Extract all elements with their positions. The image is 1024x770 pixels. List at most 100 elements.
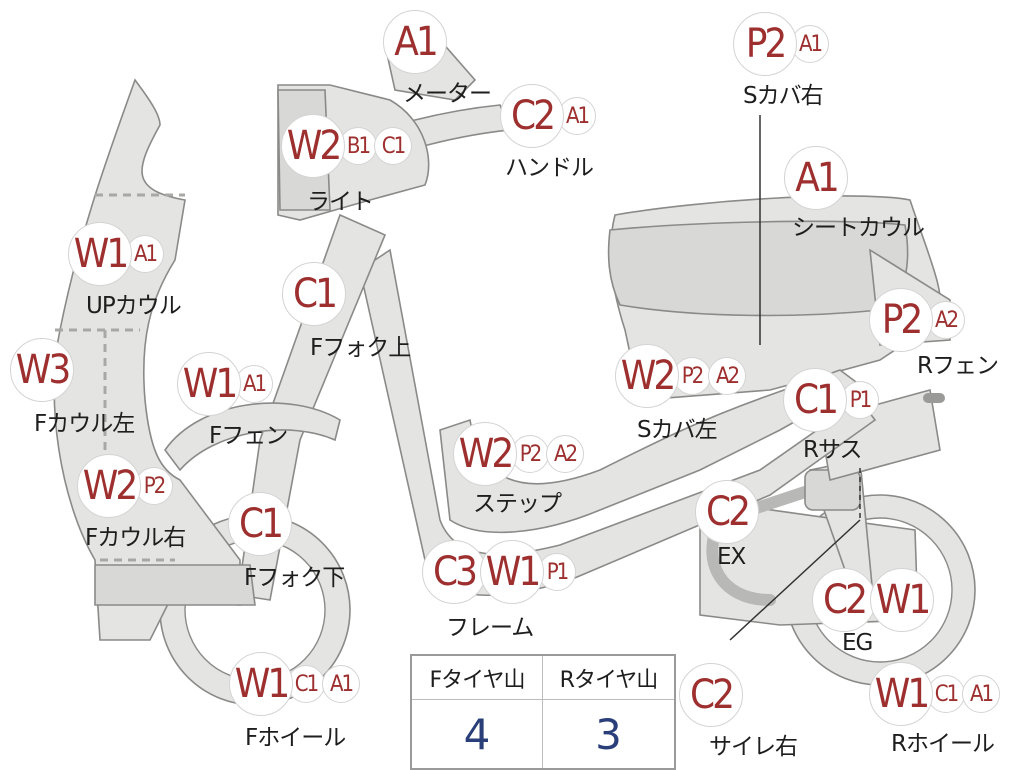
engine-label: C2 W1 EG xyxy=(812,568,934,656)
frame-label: C3 W1 P1 フレーム xyxy=(422,540,576,641)
f-fork-lower-codes: C1 xyxy=(228,492,292,556)
step-codes: W2 P2 A2 xyxy=(453,422,584,486)
part-name: サイレ右 xyxy=(709,734,798,760)
code-badge: W2 xyxy=(281,114,345,178)
up-cowl-codes: W1 A1 xyxy=(68,222,164,286)
code-badge: C1 xyxy=(783,368,847,432)
code-badge: P1 xyxy=(841,381,879,419)
frame-codes: C3 W1 P1 xyxy=(422,540,576,604)
s-cover-left-codes: W2 P2 A2 xyxy=(615,344,746,408)
code-badge: P2 xyxy=(135,467,173,505)
exhaust-codes: C2 xyxy=(695,480,759,544)
meter-label: A1 メーター xyxy=(383,10,492,107)
handle-codes: C2 A1 xyxy=(500,84,596,148)
engine-codes: C2 W1 xyxy=(812,568,934,632)
code-badge: C3 xyxy=(422,540,486,604)
part-name: Sカバ左 xyxy=(637,417,718,443)
r-wheel-label: W1 C1 A1 Rホイール xyxy=(869,662,1000,757)
meter-codes: A1 xyxy=(383,10,447,74)
f-fender-codes: W1 A1 xyxy=(177,352,273,416)
code-badge: A1 xyxy=(126,235,164,273)
part-name: Rホイール xyxy=(891,731,995,757)
f-cowl-left-label: W3 Fカウル左 xyxy=(10,338,135,437)
tire-tread-table: Fタイヤ山 Rタイヤ山 4 3 xyxy=(410,654,676,770)
r-suspension-label: C1 P1 Rサス xyxy=(783,368,879,463)
code-badge: C2 xyxy=(679,663,743,727)
s-cover-right-codes: P2 A1 xyxy=(733,12,829,76)
part-name: Rサス xyxy=(803,437,863,463)
exhaust-label: C2 EX xyxy=(695,480,759,570)
part-name: ハンドル xyxy=(505,155,594,181)
f-wheel-codes: W1 C1 A1 xyxy=(229,652,360,716)
code-badge: P2 xyxy=(733,12,797,76)
code-badge: W1 xyxy=(870,568,934,632)
r-wheel-codes: W1 C1 A1 xyxy=(869,662,1000,726)
muffler-right-label: C2 サイレ右 xyxy=(679,663,798,760)
code-badge: P2 xyxy=(869,288,933,352)
light-label: W2 B1 C1 ライト xyxy=(281,114,412,215)
r-fender-label: P2 A2 Rフェン xyxy=(869,288,999,379)
part-name: フレーム xyxy=(446,615,534,641)
part-name: Fカウル左 xyxy=(34,411,135,437)
code-badge: A2 xyxy=(927,301,965,339)
f-cowl-right-codes: W2 P2 xyxy=(77,454,173,518)
rear-tire-header: Rタイヤ山 xyxy=(543,656,674,700)
part-name: EG xyxy=(842,630,873,656)
code-badge: C1 xyxy=(374,127,412,165)
f-cowl-right-label: W2 P2 Fカウル右 xyxy=(77,454,186,551)
seat-cowl-codes: A1 xyxy=(784,146,848,210)
part-name: ライト xyxy=(307,189,374,215)
f-fork-upper-label: C1 Fフォク上 xyxy=(282,262,411,361)
code-badge: A1 xyxy=(962,675,1000,713)
code-badge: C2 xyxy=(500,84,564,148)
code-badge: A1 xyxy=(383,10,447,74)
code-badge: C2 xyxy=(695,480,759,544)
code-badge: W1 xyxy=(177,352,241,416)
muffler-leader xyxy=(729,519,861,641)
front-tire-header: Fタイヤ山 xyxy=(412,656,543,700)
code-badge: A1 xyxy=(791,25,829,63)
code-badge: C1 xyxy=(282,262,346,326)
part-name: Fフェン xyxy=(209,423,288,449)
part-name: Sカバ右 xyxy=(743,83,824,109)
code-badge: W1 xyxy=(480,540,544,604)
code-badge: P2 xyxy=(511,435,549,473)
part-name: Fカウル右 xyxy=(85,525,186,551)
code-badge: A1 xyxy=(784,146,848,210)
part-name: UPカウル xyxy=(86,293,182,319)
part-name: メーター xyxy=(403,81,492,107)
code-badge: A1 xyxy=(322,665,360,703)
part-name: Fフォク上 xyxy=(310,335,411,361)
r-fender-codes: P2 A2 xyxy=(869,288,965,352)
code-badge: W2 xyxy=(615,344,679,408)
code-badge: P1 xyxy=(538,553,576,591)
f-fork-upper-codes: C1 xyxy=(282,262,346,326)
code-badge: W2 xyxy=(77,454,141,518)
code-badge: B1 xyxy=(339,127,377,165)
code-badge: C1 xyxy=(228,492,292,556)
code-badge: C1 xyxy=(927,675,965,713)
part-name: Fフォク下 xyxy=(244,565,345,591)
step-shape xyxy=(439,369,862,534)
code-badge: C1 xyxy=(287,665,325,703)
code-badge: A1 xyxy=(558,97,596,135)
part-name: シートカウル xyxy=(792,215,925,241)
part-name: Fホイール xyxy=(245,725,346,751)
step-label: W2 P2 A2 ステップ xyxy=(453,422,584,517)
code-badge: W1 xyxy=(869,662,933,726)
f-cowl-left-codes: W3 xyxy=(10,338,74,402)
code-badge: C2 xyxy=(812,568,876,632)
part-name: ステップ xyxy=(473,491,562,517)
r-suspension-codes: C1 P1 xyxy=(783,368,879,432)
s-cover-left-label: W2 P2 A2 Sカバ左 xyxy=(615,344,746,443)
front-tire-value: 4 xyxy=(412,700,543,768)
code-badge: W1 xyxy=(229,652,293,716)
f-fork-lower-label: C1 Fフォク下 xyxy=(228,492,345,591)
code-badge: A2 xyxy=(546,435,584,473)
code-badge: W1 xyxy=(68,222,132,286)
muffler-right-codes: C2 xyxy=(679,663,743,727)
part-name: Rフェン xyxy=(917,353,999,379)
part-name: EX xyxy=(717,544,746,570)
s-cover-right-label: P2 A1 Sカバ右 xyxy=(733,12,829,109)
light-codes: W2 B1 C1 xyxy=(281,114,412,178)
